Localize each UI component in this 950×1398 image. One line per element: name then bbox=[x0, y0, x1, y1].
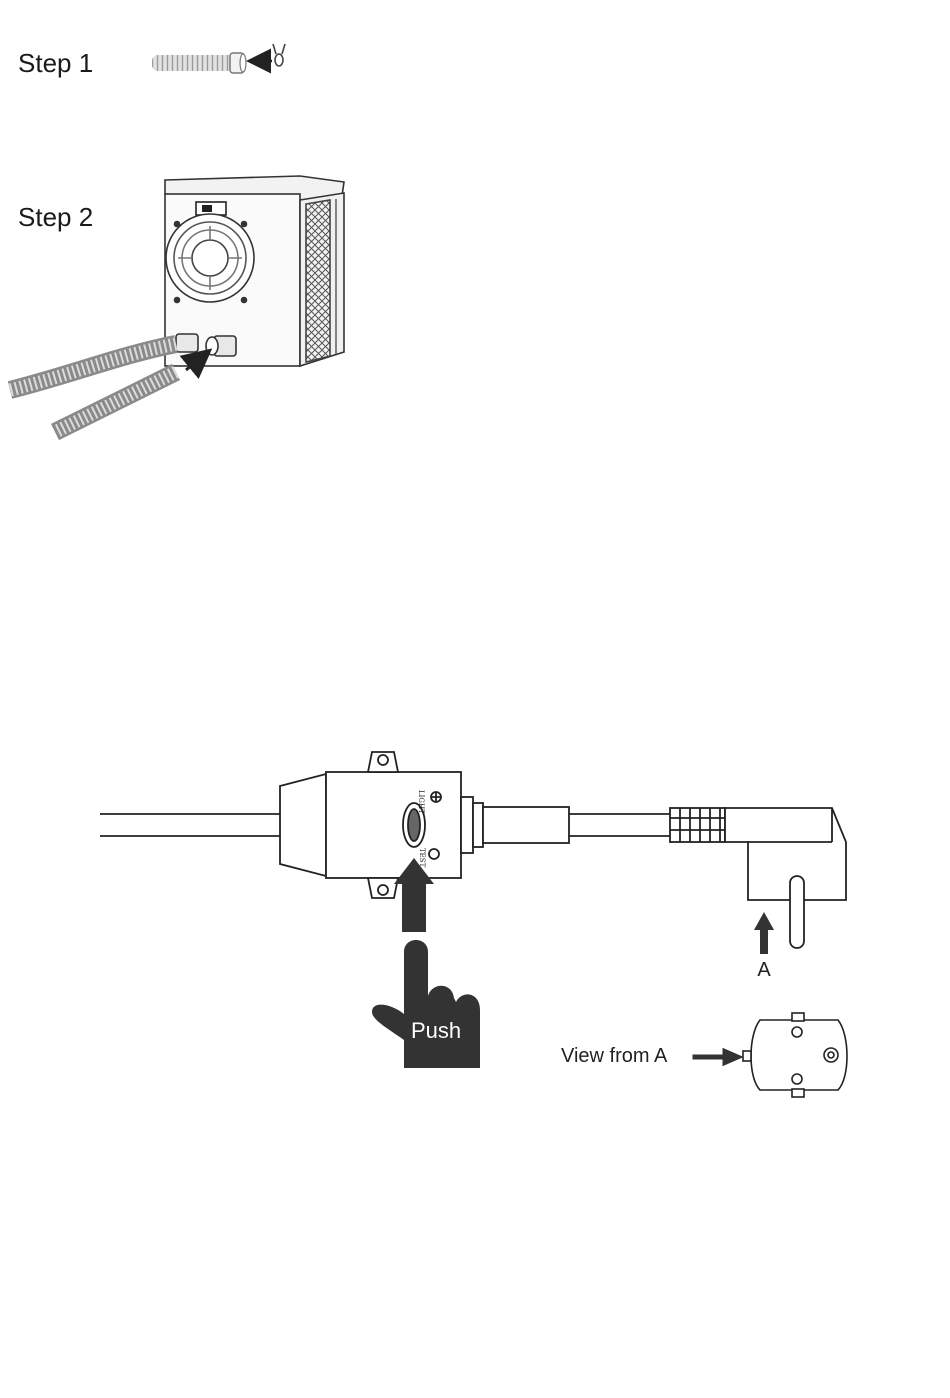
socket-face-icon bbox=[743, 1013, 847, 1097]
clamp-icon bbox=[273, 44, 285, 66]
hose-icon bbox=[10, 344, 176, 432]
arrow-a-icon bbox=[754, 912, 774, 954]
hand-push-icon bbox=[372, 940, 480, 1068]
light-label: LIGHT bbox=[417, 790, 425, 814]
push-label: Push bbox=[411, 1018, 461, 1043]
heat-pump-icon bbox=[165, 176, 344, 366]
test-label: TEST bbox=[418, 848, 426, 868]
view-arrow-icon bbox=[694, 1050, 740, 1064]
rcd-plug-icon bbox=[100, 752, 846, 948]
point-a-label: A bbox=[757, 959, 771, 981]
view-from-a-label: View from A bbox=[561, 1045, 668, 1067]
hose-icon bbox=[152, 53, 246, 73]
